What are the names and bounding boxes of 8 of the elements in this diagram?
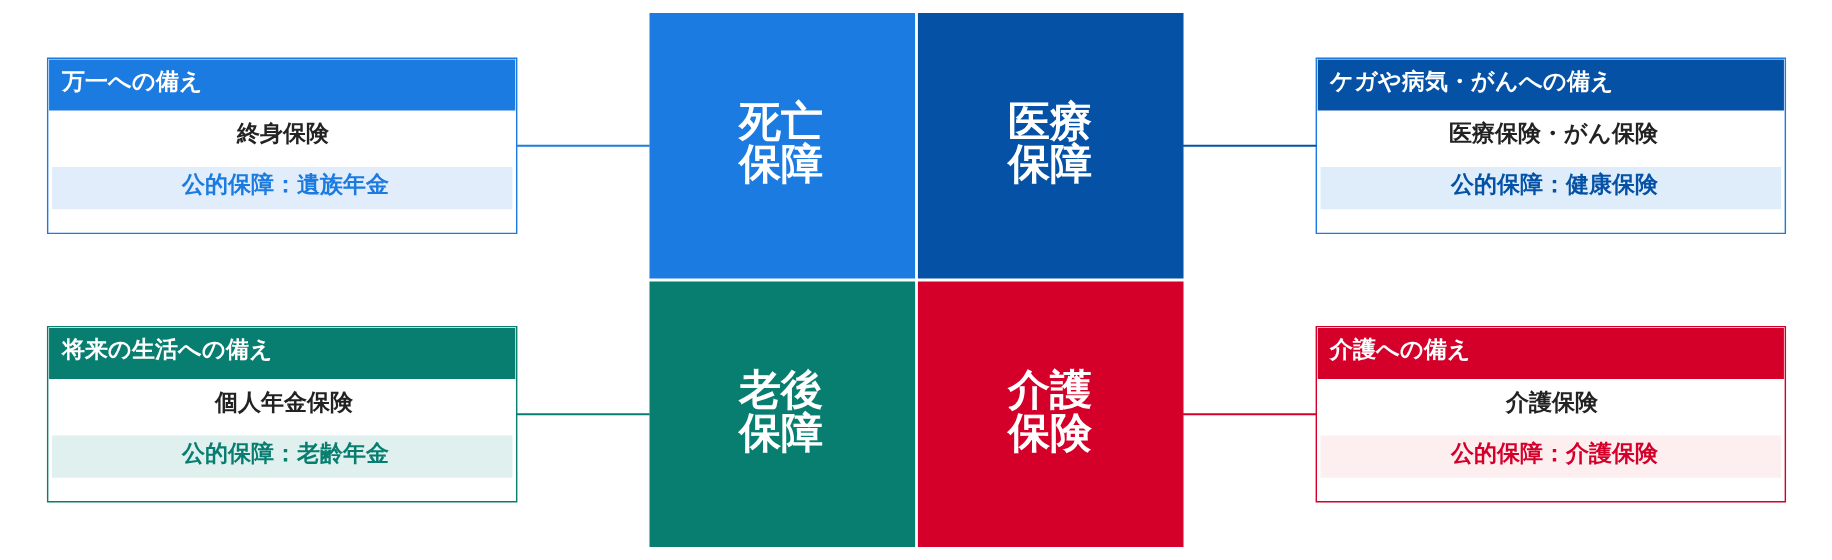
node-box: 死亡保障: [649, 13, 915, 279]
connector: [1181, 144, 1317, 147]
connector: [515, 413, 651, 416]
connector: [1181, 413, 1317, 416]
connector: [515, 144, 651, 147]
node-box: 医療保障: [917, 13, 1183, 279]
node-box: 老後保障: [649, 281, 915, 547]
node-box: 介護保険: [917, 281, 1183, 547]
